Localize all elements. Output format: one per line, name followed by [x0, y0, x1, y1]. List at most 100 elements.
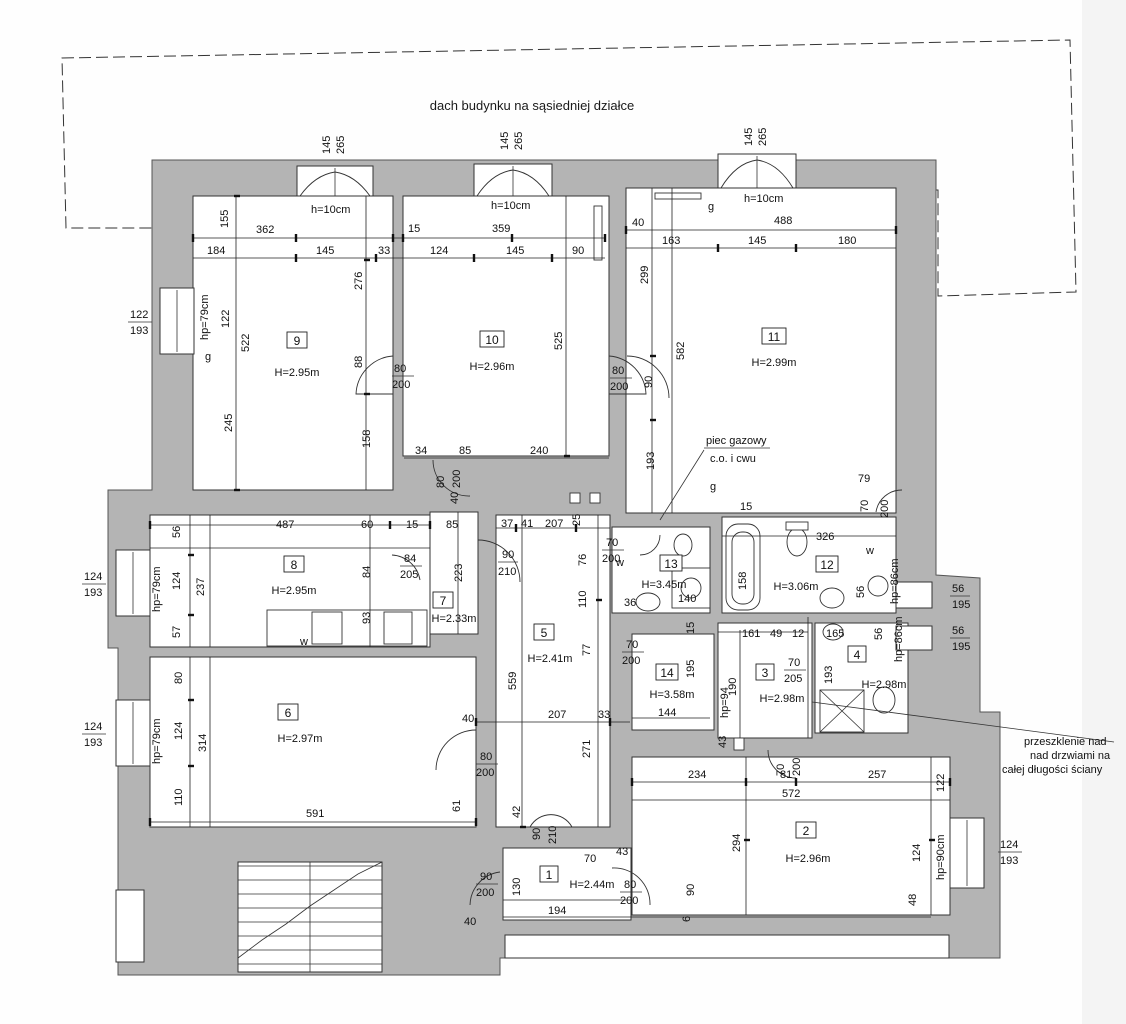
dim: 122 — [220, 310, 232, 328]
room-14-label: 14 H=3.58m — [650, 663, 695, 701]
dim: 84 — [361, 566, 373, 578]
room-number: 3 — [762, 666, 769, 680]
fraction-top: 124 — [84, 571, 102, 583]
room-height: H=2.44m — [570, 879, 615, 891]
dim: hp=86cm — [893, 616, 905, 662]
room-number: 5 — [541, 626, 548, 640]
windows — [115, 153, 985, 963]
window-fractions: 122 193 124 193 124 193 124 193 56 195 5… — [82, 309, 1022, 867]
furnace-line-2: c.o. i cwu — [710, 453, 756, 465]
fraction-bottom: 200 — [622, 655, 640, 667]
dim: 43 — [717, 736, 729, 748]
boiler-room-12 — [867, 575, 889, 597]
room-height: H=2.96m — [470, 361, 515, 373]
room-5-floor — [495, 514, 611, 828]
dim: w — [615, 557, 624, 569]
dim: 15 — [406, 519, 418, 531]
fraction-bottom: 195 — [952, 599, 970, 611]
fraction-top: 80 — [612, 365, 624, 377]
dim: hp=79cm — [151, 718, 163, 764]
room-1-label: 1 H=2.44m — [539, 865, 615, 891]
dim: 525 — [553, 332, 565, 350]
furnace-annotation: piec gazowy c.o. i cwu — [659, 435, 770, 521]
fraction-bottom: 193 — [84, 737, 102, 749]
room-11-floor — [625, 187, 897, 514]
dim: 124 — [430, 245, 448, 257]
toilet-room-4 — [872, 686, 896, 714]
fraction-bottom: 200 — [476, 887, 494, 899]
toilet-room-12 — [786, 527, 808, 557]
dim: 257 — [868, 769, 886, 781]
room-height: H=2.95m — [272, 585, 317, 597]
window-room-4 — [895, 625, 933, 651]
glazing-annotation: przeszklenie nad nad drzwiami na całej d… — [811, 701, 1115, 776]
scan-edge — [1082, 0, 1126, 1024]
fraction-top: 124 — [84, 721, 102, 733]
glazing-line-3: całej długości ściany — [1002, 764, 1103, 776]
dim: 140 — [678, 593, 696, 605]
dim: 145 — [321, 136, 333, 154]
dim: hp=94 — [719, 687, 731, 718]
dim: 124 — [911, 844, 923, 862]
dim: 145 — [743, 128, 755, 146]
fraction-top: 70 — [859, 500, 871, 512]
dim: hp=86cm — [889, 558, 901, 604]
room-1-floor — [502, 847, 632, 921]
dim: 70 — [584, 853, 596, 865]
dim: 240 — [530, 445, 548, 457]
room-height: H=2.97m — [278, 733, 323, 745]
dim: 49 — [770, 628, 782, 640]
dim: 362 — [256, 224, 274, 236]
dim: 40 — [464, 916, 476, 928]
room-10-floor — [402, 195, 610, 457]
dim: 193 — [823, 666, 835, 684]
dim: 180 — [838, 235, 856, 247]
dim: 145 — [316, 245, 334, 257]
dim: 15 — [740, 501, 752, 513]
room-height: H=3.45m — [642, 579, 687, 591]
washbasin-room-4 — [822, 623, 844, 641]
fraction-top: 70 — [626, 639, 638, 651]
dim: h=10cm — [311, 204, 350, 216]
dimension-ticks — [148, 194, 952, 842]
room-number: 6 — [285, 706, 292, 720]
dim: 40 — [632, 217, 644, 229]
fraction-top: 56 — [952, 583, 964, 595]
room-number: 1 — [546, 868, 553, 882]
dim: 33 — [378, 245, 390, 257]
room-4-label: 4 H=2.98m — [847, 645, 906, 691]
dim: 110 — [577, 590, 589, 608]
dim: 88 — [353, 356, 365, 368]
room-height: H=2.95m — [275, 367, 320, 379]
room-5-label: 5 H=2.41m — [528, 623, 572, 665]
fixtures — [266, 192, 896, 751]
room-height: H=2.99m — [752, 357, 797, 369]
dim: 48 — [907, 894, 919, 906]
dim: hp=79cm — [199, 294, 211, 340]
fraction-bottom: 195 — [952, 641, 970, 653]
room-number: 13 — [664, 557, 678, 571]
dim: 124 — [173, 722, 185, 740]
room-14-floor — [631, 633, 715, 731]
dim: 33 — [598, 709, 610, 721]
dim: 234 — [688, 769, 706, 781]
dim: 15 — [408, 223, 420, 235]
room-8-label: 8 H=2.95m — [272, 555, 317, 597]
fraction-top: 70 — [788, 657, 800, 669]
washbasin-room-13 — [635, 592, 661, 612]
fraction-bottom: 200 — [392, 379, 410, 391]
dim: 34 — [415, 445, 427, 457]
dim: 12 — [792, 628, 804, 640]
fraction-bottom: 200 — [610, 381, 628, 393]
room-number: 4 — [854, 648, 861, 662]
dim: 37 — [501, 518, 513, 530]
dim: 42 — [511, 806, 523, 818]
fraction-bottom: 200 — [602, 553, 620, 565]
room-height: H=3.58m — [650, 689, 695, 701]
room-3-label: 3 H=2.98m — [755, 663, 804, 705]
dim: 25 — [571, 514, 583, 526]
dim: hp=79cm — [151, 566, 163, 612]
dim: 207 — [548, 709, 566, 721]
dim: 193 — [645, 452, 657, 470]
room-number: 10 — [485, 333, 499, 347]
